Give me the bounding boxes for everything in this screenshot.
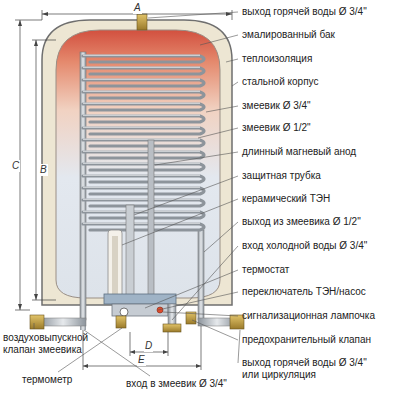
callout-label: длинный магневый анод [242, 146, 356, 158]
callout-label: защитная трубка [242, 170, 321, 182]
callout-label: вход холодной воды Ø 3/4" [242, 240, 367, 252]
callout-label: выход горячей воды Ø 3/4" [242, 357, 367, 369]
callout-label: вход в змеевик Ø 3/4" [126, 378, 227, 390]
dimension-label: A [133, 2, 142, 14]
callout-label: выход из змеевика Ø 1/2" [242, 216, 361, 228]
callout-label: предохранительный клапан [242, 334, 371, 346]
callout-label: переключатель ТЭН/насос [242, 286, 366, 298]
callout-label: керамический ТЭН [242, 193, 330, 205]
dimension-label: B [39, 164, 48, 176]
callout-label: выход горячей воды Ø 3/4" [242, 6, 367, 18]
dimension-label: D [144, 340, 153, 352]
callout-label: термостат [242, 264, 289, 276]
callout-label: стальной корпус [242, 76, 318, 88]
callout-label: термометр [22, 374, 72, 386]
callout-label: воздуховыпускной клапан змеевика [3, 332, 103, 356]
callout-label: змеевик Ø 3/4" [242, 100, 311, 112]
callout-label: или циркуляция [242, 369, 316, 381]
dimension-label: C [11, 160, 20, 172]
callout-label: змеевик Ø 1/2" [242, 122, 311, 134]
dimension-label: E [137, 354, 146, 366]
callout-label: сигнализационная лампочка [242, 310, 375, 322]
callout-label: эмалированный бак [242, 29, 335, 41]
callout-label: теплоизоляция [242, 53, 312, 65]
